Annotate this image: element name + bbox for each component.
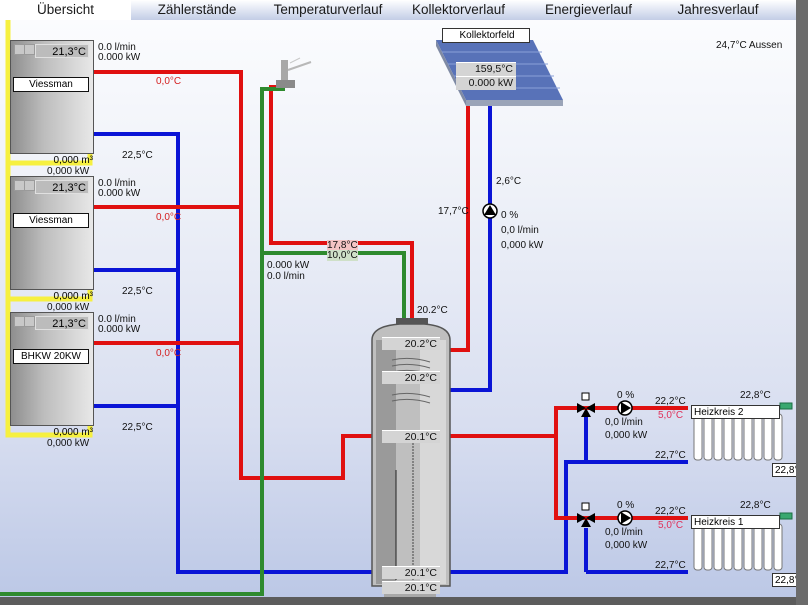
solar-pump-icon[interactable]	[482, 203, 498, 219]
hk-room-temp: 22,8°C	[740, 390, 771, 401]
boiler-gas-power: 0,000 kW	[47, 438, 90, 449]
mixing-valve-icon[interactable]	[577, 502, 595, 527]
storage-tank-icon	[371, 318, 451, 597]
solar-pump-percent: 0 %	[501, 210, 519, 221]
hk-power: 0,000 kW	[605, 430, 648, 441]
boiler-power: 0.000 kW	[98, 188, 141, 199]
hk-return-temp: 22,7°C	[655, 560, 686, 571]
boiler-1[interactable]: 21,3°C Viessman 0,000 m³	[10, 40, 94, 166]
bottom-bar	[0, 597, 796, 605]
storage-sensor: 20.2°C	[382, 371, 440, 384]
status-led	[24, 180, 35, 191]
tab-zaehlerstaende[interactable]: Zählerstände	[157, 2, 237, 17]
collector-return-temp: 2,6°C	[496, 176, 522, 187]
hk-return-temp: 22,7°C	[655, 450, 686, 461]
storage-sensor: 20.1°C	[382, 581, 440, 594]
hk-flow: 0,0 l/min	[605, 527, 643, 538]
storage-sensor: 20.2°C	[382, 337, 440, 350]
hk-supply-temp: 22,2°C	[655, 506, 686, 517]
boiler-temp: 21,3°C	[35, 316, 89, 330]
boiler-supply-temp: 0,0°C	[156, 212, 182, 223]
boiler-flow: 0.0 l/min	[98, 178, 136, 189]
vertical-scrollbar[interactable]	[796, 0, 808, 605]
collector-supply-temp: 17,7°C	[438, 206, 469, 217]
boiler-flow: 0.0 l/min	[98, 314, 136, 325]
hk-supply-temp: 22,2°C	[655, 396, 686, 407]
boiler-name: Viessman	[13, 77, 89, 92]
gas-meter: 0,000 m³	[53, 291, 93, 302]
boiler-power: 0.000 kW	[98, 52, 141, 63]
hk-setpoint: 5,0°C	[658, 410, 684, 421]
boiler-supply-temp: 0,0°C	[156, 348, 182, 359]
boiler-2[interactable]: 21,3°C Viessman 0,000 m³	[10, 176, 94, 302]
hot-water-power: 0.000 kW	[267, 260, 310, 271]
faucet-icon	[276, 57, 312, 88]
heating-pump-icon[interactable]	[617, 510, 633, 526]
gas-meter: 0,000 m³	[53, 427, 93, 438]
boiler-name: Viessman	[13, 213, 89, 228]
hk-setpoint: 5,0°C	[658, 520, 684, 531]
boiler-return-temp: 22,5°C	[122, 286, 153, 297]
tab-jahresverlauf[interactable]: Jahresverlauf	[677, 2, 759, 17]
hk-flow: 0,0 l/min	[605, 417, 643, 428]
heating-circuit-1-label[interactable]: Heizkreis 1	[691, 515, 780, 529]
storage-top-temp: 20.2°C	[417, 305, 448, 316]
radiator-icon	[693, 512, 793, 571]
boiler-power: 0.000 kW	[98, 324, 141, 335]
tab-uebersicht[interactable]: Übersicht	[0, 0, 131, 20]
hot-water-flow: 0.0 l/min	[267, 271, 305, 282]
hk-radiator-temp: 22,8°	[772, 573, 796, 587]
boiler-temp: 21,3°C	[35, 44, 89, 58]
radiator-icon	[693, 402, 793, 461]
mixing-valve-icon[interactable]	[577, 392, 595, 417]
boiler-return-temp: 22,5°C	[122, 150, 153, 161]
status-led	[24, 316, 35, 327]
boiler-name: BHKW 20KW	[13, 349, 89, 364]
return-pipes	[94, 104, 688, 574]
collector-name: Kollektorfeld	[442, 28, 530, 43]
tab-kollektorverlauf[interactable]: Kollektorverlauf	[411, 2, 506, 17]
hk-pump-percent: 0 %	[617, 500, 635, 511]
system-overview-canvas: 21,3°C Viessman 0,000 m³ 21,3°C Viessman…	[0, 20, 796, 597]
collector-temp: 159,5°C	[456, 62, 516, 76]
tab-temperaturverlauf[interactable]: Temperaturverlauf	[273, 2, 383, 17]
drinking-water-pipes	[0, 87, 406, 596]
heating-pump-icon[interactable]	[617, 400, 633, 416]
solar-power: 0,000 kW	[501, 240, 544, 251]
gas-pipes	[5, 20, 93, 438]
gas-meter: 0,000 m³	[53, 155, 93, 166]
hk-power: 0,000 kW	[605, 540, 648, 551]
hot-water-temp: 17,8°C	[327, 240, 358, 251]
storage-sensor: 20.1°C	[382, 430, 440, 443]
boiler-supply-temp: 0,0°C	[156, 76, 182, 87]
tab-bar: Übersicht Zählerstände Temperaturverlauf…	[0, 0, 796, 20]
boiler-gas-power: 0,000 kW	[47, 302, 90, 313]
hk-room-temp: 22,8°C	[740, 500, 771, 511]
boiler-3[interactable]: 21,3°C BHKW 20KW 0,000 m³	[10, 312, 94, 438]
status-led	[24, 44, 35, 55]
hk-pump-percent: 0 %	[617, 390, 635, 401]
boiler-temp: 21,3°C	[35, 180, 89, 194]
tab-energieverlauf[interactable]: Energieverlauf	[544, 2, 633, 17]
cold-water-temp: 10,0°C	[327, 250, 358, 261]
collector-power: 0.000 kW	[456, 76, 516, 90]
boiler-gas-power: 0,000 kW	[47, 166, 90, 177]
hk-radiator-temp: 22,8°	[772, 463, 796, 477]
boiler-return-temp: 22,5°C	[122, 422, 153, 433]
outdoor-temp: 24,7°C Aussen	[716, 40, 783, 51]
solar-flow: 0,0 l/min	[501, 225, 539, 236]
storage-sensor: 20.1°C	[382, 566, 440, 579]
heating-circuit-2-label[interactable]: Heizkreis 2	[691, 405, 780, 419]
boiler-flow: 0.0 l/min	[98, 42, 136, 53]
